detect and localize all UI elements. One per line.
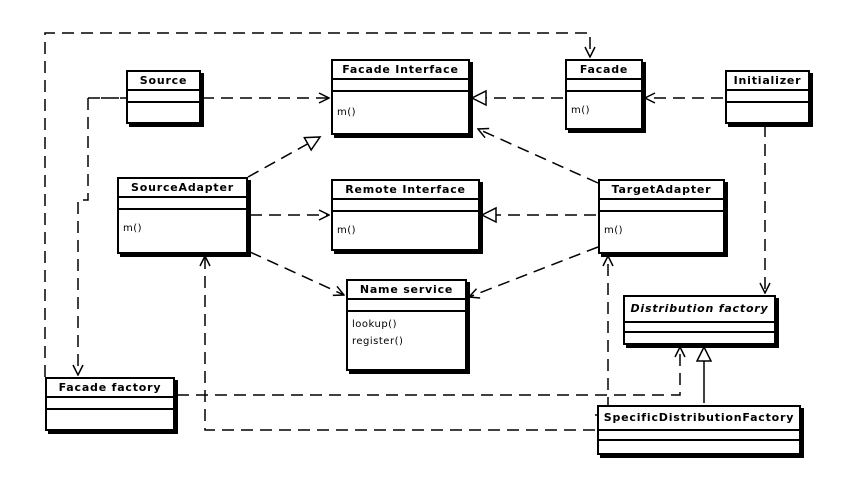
class-source-adapter[interactable]: SourceAdapter m() (117, 177, 248, 254)
class-facade-factory[interactable]: Facade factory (45, 377, 175, 431)
class-name: Name service (359, 283, 454, 296)
attributes-compartment (727, 89, 808, 101)
operation-m: m() (123, 223, 143, 234)
dependency-edge-source-adapter-to-name-service (249, 251, 344, 295)
operations-compartment: m() (119, 208, 246, 236)
operation-lookup: lookup() (352, 319, 397, 330)
class-name-service[interactable]: Name service lookup() register() (346, 279, 467, 371)
operations-compartment (625, 331, 774, 339)
operations-compartment (599, 439, 799, 447)
attributes-compartment (348, 298, 465, 310)
dependency-edge-specific-distribution-factory-to-source-adapter (205, 256, 595, 431)
class-facade-interface[interactable]: Facade Interface m() (331, 59, 470, 135)
operations-compartment (727, 101, 808, 111)
dependency-edge-target-adapter-to-facade-interface (478, 129, 599, 184)
class-name: Initializer (733, 74, 802, 87)
class-name: TargetAdapter (611, 183, 712, 196)
operations-compartment: m() (600, 210, 723, 238)
operations-compartment: m() (567, 90, 641, 118)
attributes-compartment (625, 321, 774, 331)
operation-m: m() (604, 225, 624, 236)
class-remote-interface[interactable]: Remote Interface m() (331, 179, 480, 251)
class-source[interactable]: Source (126, 70, 201, 124)
attributes-compartment (119, 196, 246, 208)
class-name: Facade Interface (342, 63, 459, 76)
operations-compartment (128, 101, 199, 111)
class-name: Facade factory (58, 381, 162, 394)
dependency-edge-specific-distribution-factory-to-target-adapter (595, 256, 608, 416)
class-name: SourceAdapter (131, 181, 234, 194)
attributes-compartment (600, 198, 723, 210)
operations-compartment: m() (333, 210, 478, 238)
operations-compartment (47, 408, 173, 418)
class-name: Remote Interface (345, 183, 466, 196)
attributes-compartment (47, 396, 173, 408)
operation-register: register() (352, 336, 404, 347)
class-name: Source (139, 74, 188, 87)
attributes-compartment (128, 89, 199, 101)
class-target-adapter[interactable]: TargetAdapter m() (598, 179, 725, 254)
attributes-compartment (333, 78, 468, 90)
operations-compartment: m() (333, 90, 468, 120)
dependency-edge-facade-factory-to-distribution-factory (177, 347, 680, 396)
realization-edge-source-adapter-to-facade-interface (247, 136, 322, 178)
class-initializer[interactable]: Initializer (725, 70, 810, 124)
class-distribution-factory[interactable]: Distribution factory (623, 295, 776, 345)
operation-m: m() (337, 225, 357, 236)
class-specific-distribution-factory[interactable]: SpecificDistributionFactory (597, 405, 801, 455)
dependency-edge-target-adapter-to-name-service (469, 246, 599, 297)
dependency-edge-source-to-facade-factory (78, 98, 89, 375)
dependency-edge-facade-factory-to-facade (44, 32, 590, 377)
attributes-compartment (567, 78, 641, 90)
attributes-compartment (333, 198, 478, 210)
class-name: SpecificDistributionFactory (603, 411, 795, 424)
operation-m: m() (337, 107, 357, 118)
class-facade[interactable]: Facade m() (565, 59, 643, 130)
attributes-compartment (599, 429, 799, 439)
class-name: Facade (579, 63, 629, 76)
operation-m: m() (571, 105, 591, 116)
operations-compartment: lookup() register() (348, 310, 465, 349)
class-name: Distribution factory (630, 302, 769, 315)
